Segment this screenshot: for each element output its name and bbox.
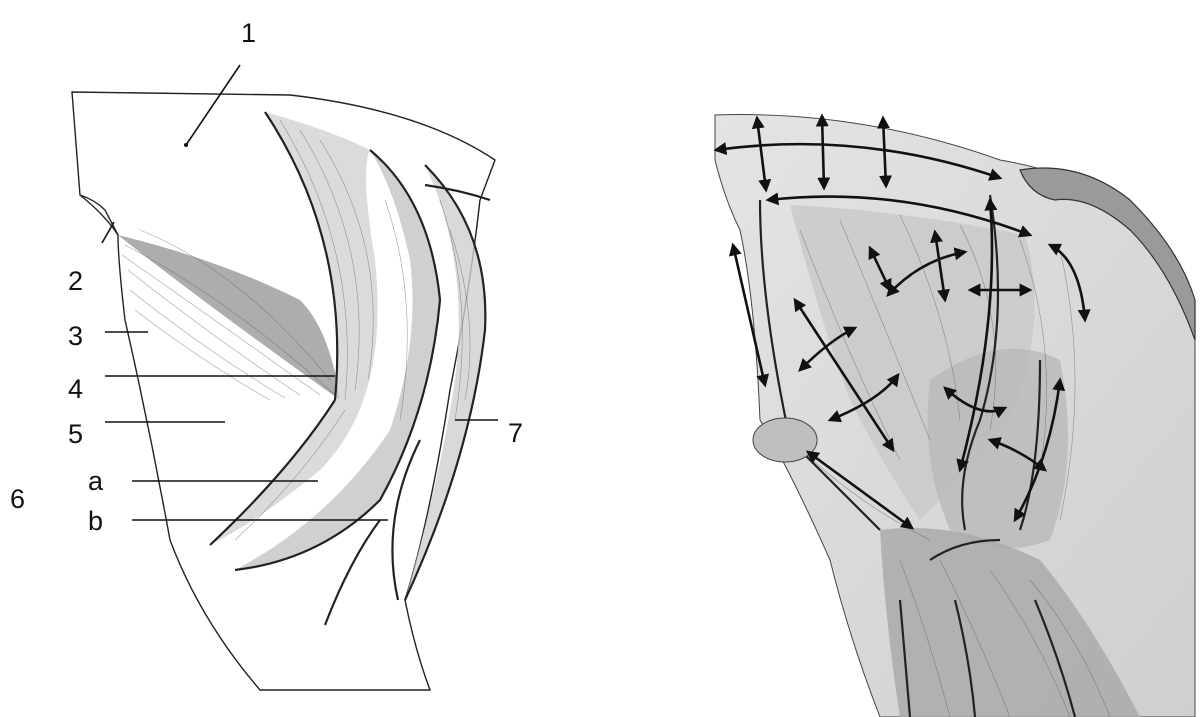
label-7: 7	[508, 418, 523, 448]
label-5: 5	[68, 419, 83, 449]
label-4: 4	[68, 374, 83, 404]
label-1: 1	[241, 18, 256, 48]
leader-1	[186, 65, 240, 145]
label-b: b	[88, 506, 103, 536]
left-anatomical-drawing	[72, 92, 495, 690]
leader-1-dot	[184, 143, 188, 147]
label-a: a	[88, 466, 104, 496]
notch-2	[80, 195, 118, 235]
left-body-outline	[72, 92, 495, 690]
label-2: 2	[68, 266, 83, 296]
label-3: 3	[68, 321, 83, 351]
label-6: 6	[10, 484, 25, 514]
right-anatomical-drawing	[715, 115, 1195, 717]
joint-mass	[753, 418, 817, 462]
leader-2	[102, 222, 114, 243]
